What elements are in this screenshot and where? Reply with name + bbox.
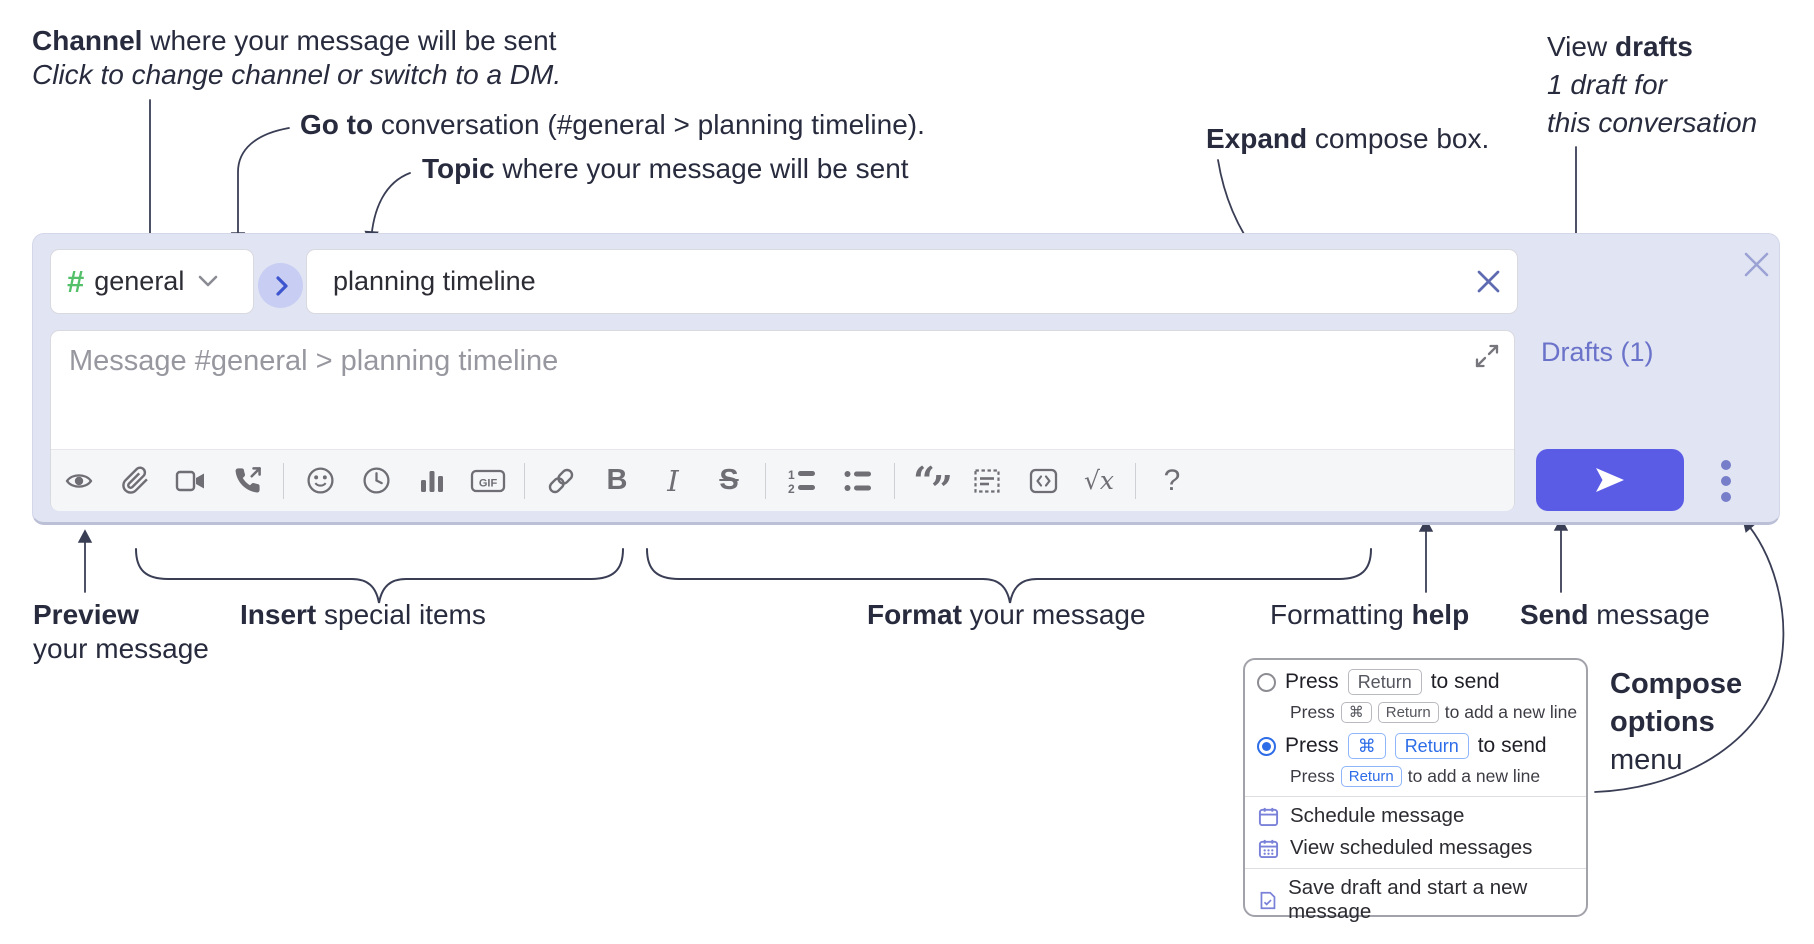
bold-icon[interactable]: B bbox=[606, 464, 628, 496]
radio-unselected-icon[interactable] bbox=[1257, 672, 1276, 692]
channel-annotation: Channel where your message will be sent … bbox=[32, 25, 562, 90]
return-key: Return bbox=[1377, 702, 1439, 723]
italic-icon[interactable]: I bbox=[667, 463, 679, 498]
topic-input[interactable]: planning timeline bbox=[306, 249, 1518, 314]
math-latex-icon[interactable]: √x bbox=[1083, 466, 1115, 495]
return-key: Return bbox=[1347, 669, 1422, 695]
send-plane-icon bbox=[1596, 468, 1624, 492]
expand-diagonal-icon bbox=[1475, 344, 1499, 368]
send-annotation: Send message bbox=[1520, 599, 1710, 630]
time-clock-icon[interactable] bbox=[348, 457, 404, 505]
video-call-icon[interactable] bbox=[163, 457, 219, 505]
view-scheduled-messages-item[interactable]: View scheduled messages bbox=[1258, 836, 1532, 860]
goto-connector bbox=[230, 127, 290, 246]
message-formatting-help-button[interactable]: ? bbox=[1163, 463, 1181, 497]
expand-compose-button[interactable] bbox=[1469, 338, 1505, 374]
toolbar-separator bbox=[283, 462, 284, 499]
message-placeholder: Message #general > planning timeline bbox=[69, 345, 559, 377]
spoiler-icon[interactable] bbox=[959, 457, 1015, 505]
gif-icon[interactable]: GIF bbox=[460, 457, 516, 505]
link-icon[interactable] bbox=[533, 457, 589, 505]
channel-name: general bbox=[94, 266, 185, 296]
enter-sends-subtext: Press ⌘ Return to add a new line bbox=[1290, 702, 1578, 723]
strikethrough-icon[interactable]: S bbox=[719, 464, 739, 496]
return-key: Return bbox=[1394, 733, 1469, 759]
menu-separator bbox=[1245, 796, 1586, 797]
quote-icon[interactable]: “” bbox=[913, 457, 953, 512]
compose-options-popup: Press Return to send Press ⌘ Return to a… bbox=[1243, 658, 1588, 923]
kebab-dot bbox=[1721, 460, 1731, 470]
svg-text:GIF: GIF bbox=[479, 477, 498, 489]
format-annotation: Format your message bbox=[867, 599, 1146, 630]
clear-topic-button[interactable] bbox=[1465, 259, 1511, 305]
topic-annotation: Topic where your message will be sent bbox=[422, 153, 909, 184]
toolbar-separator bbox=[524, 462, 525, 499]
compose-box: # general planning timeline bbox=[32, 233, 1780, 525]
toolbar-separator bbox=[1135, 462, 1136, 499]
poll-chart-icon[interactable] bbox=[404, 457, 460, 505]
svg-text:1: 1 bbox=[788, 468, 795, 482]
close-icon bbox=[1744, 252, 1768, 276]
cmd-enter-sends-subtext: Press Return to add a new line bbox=[1290, 766, 1541, 787]
topic-connector bbox=[364, 172, 411, 245]
insert-brace bbox=[135, 548, 624, 604]
chevron-right-icon bbox=[275, 275, 288, 296]
channel-selector[interactable]: # general bbox=[50, 249, 254, 314]
schedule-message-item[interactable]: Schedule message bbox=[1258, 804, 1464, 828]
bulleted-list-icon[interactable] bbox=[830, 457, 886, 505]
formatting-help-annotation: Formatting help bbox=[1270, 599, 1470, 630]
save-draft-icon bbox=[1260, 891, 1276, 909]
preview-annotation: Preview your message bbox=[33, 599, 209, 664]
format-brace bbox=[646, 548, 1372, 604]
topic-value: planning timeline bbox=[333, 266, 536, 296]
return-key: Return bbox=[1340, 766, 1402, 787]
close-compose-button[interactable] bbox=[1737, 245, 1775, 283]
cmd-enter-sends-option[interactable]: Press ⌘ Return to send bbox=[1257, 733, 1547, 759]
calendar-grid-icon bbox=[1258, 839, 1279, 858]
preview-eye-icon[interactable] bbox=[51, 457, 107, 505]
channel-hash-icon: # bbox=[67, 264, 85, 299]
save-draft-item[interactable]: Save draft and start a new message bbox=[1258, 876, 1586, 924]
kebab-dot bbox=[1721, 476, 1731, 486]
attach-paperclip-icon[interactable] bbox=[107, 457, 163, 505]
svg-text:2: 2 bbox=[788, 482, 795, 495]
send-button[interactable] bbox=[1536, 449, 1684, 511]
chevron-down-icon bbox=[199, 275, 218, 287]
drafts-link[interactable]: Drafts (1) bbox=[1541, 337, 1654, 367]
close-icon bbox=[1477, 270, 1499, 293]
voice-call-icon[interactable] bbox=[219, 457, 275, 505]
cmd-key: ⌘ bbox=[1340, 702, 1372, 723]
kebab-dot bbox=[1721, 492, 1731, 502]
enter-sends-option[interactable]: Press Return to send bbox=[1257, 669, 1500, 695]
menu-separator bbox=[1245, 868, 1586, 869]
calendar-icon bbox=[1258, 807, 1279, 826]
insert-annotation: Insert special items bbox=[240, 599, 486, 630]
view-drafts-annotation: View drafts 1 draft for this conversatio… bbox=[1547, 31, 1758, 138]
goto-annotation: Go to conversation (#general > planning … bbox=[300, 109, 925, 140]
compose-options-menu-button[interactable] bbox=[1707, 453, 1745, 509]
emoji-icon[interactable] bbox=[292, 457, 348, 505]
expand-annotation: Expand compose box. bbox=[1206, 123, 1490, 154]
go-to-conversation-button[interactable] bbox=[258, 263, 303, 308]
radio-selected-icon[interactable] bbox=[1257, 736, 1276, 756]
toolbar-separator bbox=[765, 462, 766, 499]
compose-options-annotation: Compose options menu bbox=[1610, 668, 1743, 776]
cmd-key: ⌘ bbox=[1347, 733, 1386, 759]
toolbar-separator bbox=[894, 462, 895, 499]
code-icon[interactable] bbox=[1015, 457, 1071, 505]
